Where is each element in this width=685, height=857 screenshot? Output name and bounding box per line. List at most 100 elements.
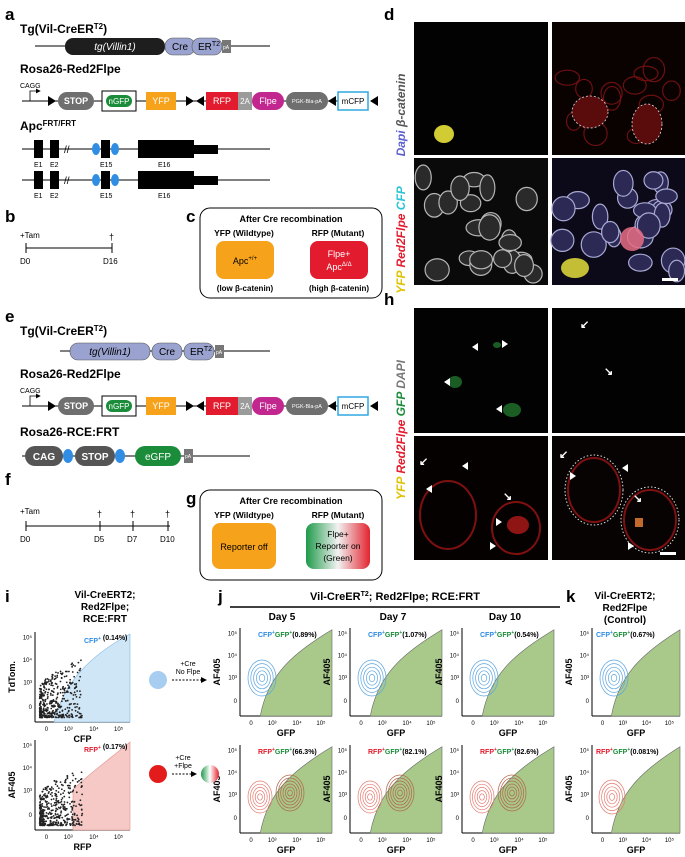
contour-line: [397, 789, 403, 797]
event-dot: [51, 809, 54, 812]
event-dot: [49, 788, 52, 790]
event-dot: [59, 814, 62, 817]
svg-text:Flpe: Flpe: [259, 96, 277, 106]
svg-text:2A: 2A: [240, 97, 250, 106]
svg-text:10⁴: 10⁴: [642, 720, 652, 727]
event-dot: [56, 674, 59, 677]
event-dot: [39, 707, 42, 710]
svg-text:D10: D10: [160, 535, 175, 544]
event-dot: [47, 680, 50, 683]
event-dot: [71, 817, 74, 820]
event-dot: [40, 712, 43, 715]
svg-text:AF405: AF405: [212, 658, 222, 685]
event-dot: [64, 670, 67, 673]
event-dot: [56, 676, 59, 679]
svg-text:(low β-catenin): (low β-catenin): [217, 284, 274, 293]
svg-text:10⁴: 10⁴: [514, 720, 524, 727]
event-dot: [70, 811, 73, 813]
contour-line: [605, 666, 623, 690]
event-dot: [52, 814, 55, 817]
contour-line: [499, 777, 525, 809]
event-dot: [70, 682, 73, 685]
svg-text:0: 0: [234, 816, 238, 822]
svg-text:10³: 10³: [268, 838, 277, 844]
svg-text:CAG: CAG: [33, 452, 55, 463]
event-dot: [53, 779, 56, 782]
event-dot: [48, 702, 51, 705]
svg-text:CAGG: CAGG: [20, 83, 41, 90]
event-dot: [53, 823, 56, 826]
event-dot: [51, 795, 54, 797]
svg-text:(Control): (Control): [604, 615, 646, 626]
event-dot: [61, 824, 64, 827]
event-dot: [76, 703, 79, 706]
svg-text:↙: ↙: [419, 456, 428, 468]
event-dot: [46, 697, 49, 700]
event-dot: [52, 705, 55, 708]
svg-text:AF405: AF405: [564, 775, 574, 802]
event-dot: [58, 711, 61, 714]
contour-line: [387, 777, 413, 809]
event-dot: [42, 815, 45, 818]
crypt: [600, 81, 623, 105]
contour-line: [385, 774, 415, 812]
svg-text:YFP (Wildtype): YFP (Wildtype): [214, 228, 274, 238]
svg-text:RFP+GFP+(82.1%): RFP+GFP+(82.1%): [368, 747, 427, 756]
event-dot: [55, 683, 58, 686]
event-dot: [80, 781, 83, 784]
event-dot: [67, 818, 70, 820]
event-dot: [57, 806, 60, 809]
event-dot: [62, 804, 65, 807]
event-dot: [73, 818, 75, 821]
svg-text:After Cre recombination: After Cre recombination: [239, 496, 342, 506]
svg-text:†: †: [130, 509, 135, 519]
event-dot: [42, 798, 45, 801]
event-dot: [49, 821, 52, 823]
event-dot: [43, 714, 46, 717]
event-dot: [60, 810, 63, 813]
event-dot: [50, 813, 52, 816]
contour-line: [472, 783, 492, 811]
event-dot: [55, 789, 58, 792]
event-dot: [81, 793, 83, 796]
svg-text:10³: 10³: [490, 721, 499, 727]
event-dot: [51, 682, 54, 684]
event-dot: [68, 818, 71, 820]
event-dot: [47, 711, 50, 714]
event-dot: [54, 794, 57, 797]
svg-text:AF405: AF405: [7, 771, 17, 798]
panel-a: a Tg(Vil-CreERT2) tg(Villin1) Cre ERT2 p…: [5, 5, 378, 200]
svg-text:AF405: AF405: [564, 658, 574, 685]
crypt: [622, 76, 647, 95]
event-dot: [75, 791, 78, 794]
event-dot: [47, 714, 50, 717]
event-dot: [65, 700, 67, 702]
event-dot: [39, 684, 42, 687]
contour-line: [252, 787, 268, 807]
contour-line: [277, 777, 303, 809]
svg-text:Dapi β-catenin: Dapi β-catenin: [394, 74, 408, 157]
event-dot: [46, 795, 49, 798]
svg-text:GFP: GFP: [627, 728, 646, 738]
event-dot: [39, 711, 42, 714]
svg-text:10³: 10³: [580, 792, 589, 798]
event-dot: [75, 685, 78, 688]
svg-text:0: 0: [29, 705, 33, 711]
event-dot: [45, 688, 48, 691]
contour-line: [509, 789, 515, 797]
event-dot: [50, 803, 53, 805]
event-dot: [69, 681, 71, 684]
event-dot: [39, 687, 42, 690]
apc-title: ApcFRT/FRT: [20, 119, 76, 133]
event-dot: [80, 814, 83, 817]
contour-line: [480, 674, 488, 682]
event-dot: [70, 715, 73, 718]
event-dot: [53, 687, 55, 690]
event-dot: [57, 791, 60, 794]
event-dot: [53, 817, 56, 819]
event-dot: [63, 821, 66, 824]
svg-text:PGK-Bla-pA: PGK-Bla-pA: [292, 404, 322, 410]
